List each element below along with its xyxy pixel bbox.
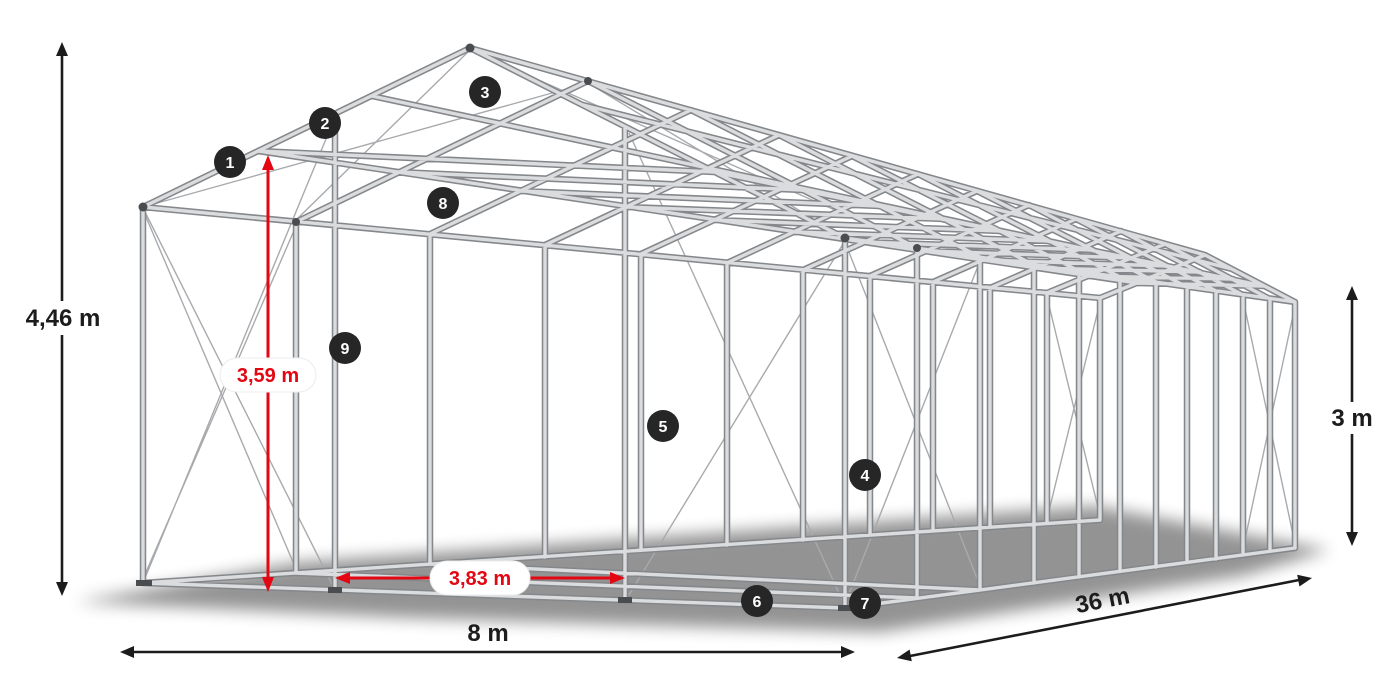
label-backing bbox=[1320, 402, 1384, 434]
badge-1: 1 bbox=[214, 146, 246, 178]
badge-2-number: 2 bbox=[321, 116, 330, 133]
joint-fittings bbox=[136, 43, 921, 611]
badge-4: 4 bbox=[849, 459, 881, 491]
total-height-label: 4,46 m bbox=[26, 305, 101, 332]
badge-7: 7 bbox=[849, 587, 881, 619]
badge-6: 6 bbox=[741, 585, 773, 617]
badge-8-number: 8 bbox=[439, 196, 448, 213]
arrowhead-left-icon bbox=[120, 646, 134, 658]
badge-2: 2 bbox=[309, 107, 341, 139]
arrowhead-down-icon bbox=[56, 582, 68, 596]
width-label: 8 m bbox=[467, 620, 508, 647]
arrowhead-left-icon bbox=[897, 649, 912, 662]
arrowhead-down-icon bbox=[1346, 532, 1358, 546]
eave-connector-icon bbox=[840, 233, 850, 243]
arrowhead-down-icon bbox=[262, 577, 274, 592]
entrance-height-label: 3,59 m bbox=[237, 365, 299, 387]
eave-connector-icon bbox=[913, 244, 921, 252]
label-pill bbox=[429, 560, 531, 596]
arrowhead-right-icon bbox=[610, 572, 625, 584]
label-pill bbox=[219, 357, 317, 393]
dimension-entrance-width: 3,83 m bbox=[335, 560, 625, 596]
arrowhead-right-icon bbox=[841, 646, 855, 658]
dimension-total-height: 4,46 m bbox=[8, 42, 118, 596]
badge-4-number: 4 bbox=[861, 468, 870, 485]
eave-connector-icon bbox=[138, 202, 148, 212]
ground-shadow bbox=[75, 506, 1330, 632]
badge-5-number: 5 bbox=[659, 419, 668, 436]
arrowhead-right-icon bbox=[1297, 574, 1312, 587]
ridge-connector-icon bbox=[465, 43, 475, 53]
badge-3-number: 3 bbox=[481, 85, 490, 102]
base-plate-icon bbox=[328, 587, 342, 593]
ridge-connector-icon bbox=[584, 77, 592, 85]
side-height-label: 3 m bbox=[1331, 405, 1372, 432]
badge-6-number: 6 bbox=[753, 594, 762, 611]
badge-9-number: 9 bbox=[341, 341, 350, 358]
label-backing bbox=[8, 301, 118, 335]
arrowhead-up-icon bbox=[262, 155, 274, 170]
part-badges: 1 2 3 4 5 6 7 8 bbox=[214, 76, 881, 619]
dimension-side-height: 3 m bbox=[1320, 286, 1384, 546]
badge-9: 9 bbox=[329, 332, 361, 364]
badge-7-number: 7 bbox=[861, 596, 870, 613]
base-plate-icon bbox=[838, 605, 854, 611]
badge-5: 5 bbox=[647, 410, 679, 442]
base-plate-icon bbox=[618, 597, 632, 603]
badge-1-number: 1 bbox=[226, 155, 235, 172]
eave-connector-icon bbox=[292, 218, 300, 226]
badge-3: 3 bbox=[469, 76, 501, 108]
base-plate-icon bbox=[136, 580, 152, 586]
dimension-width: 8 m bbox=[120, 620, 855, 658]
arrowhead-up-icon bbox=[1346, 286, 1358, 300]
arrowhead-left-icon bbox=[335, 572, 350, 584]
dimension-entrance-height: 3,59 m bbox=[219, 155, 317, 592]
arrowhead-up-icon bbox=[56, 42, 68, 56]
badge-8: 8 bbox=[427, 187, 459, 219]
entrance-width-label: 3,83 m bbox=[449, 568, 511, 590]
